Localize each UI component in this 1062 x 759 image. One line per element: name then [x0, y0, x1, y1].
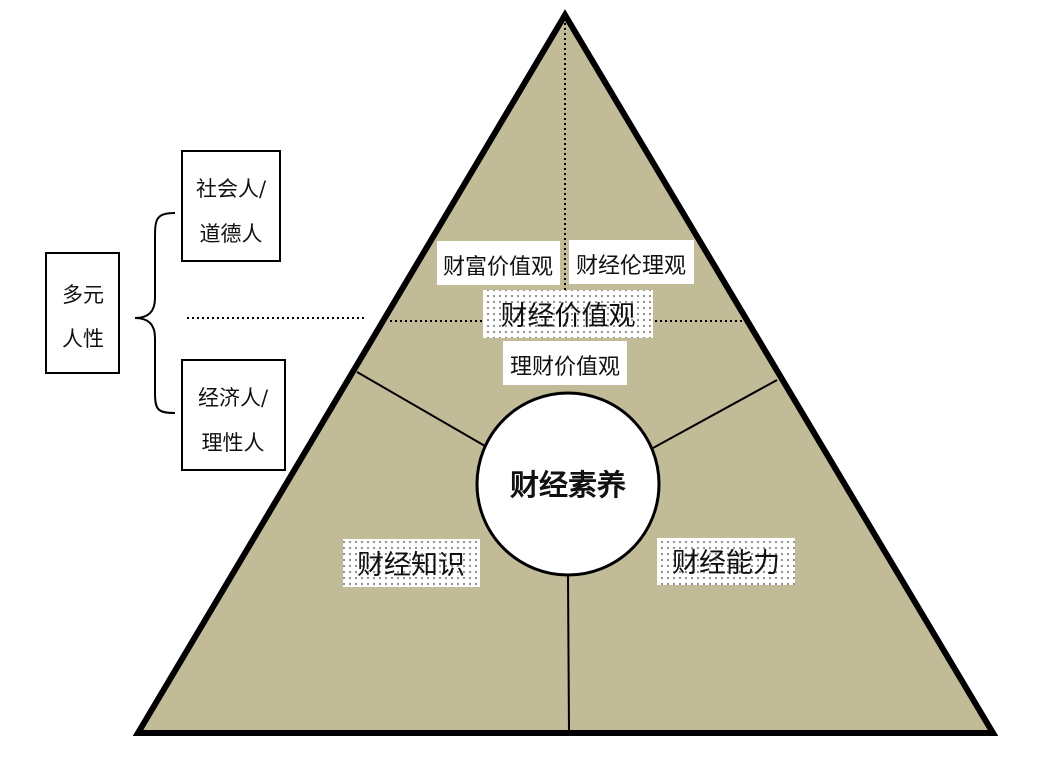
curly-brace [134, 212, 176, 414]
section-line-right [652, 379, 778, 449]
wealth-values-label: 财富价值观 [443, 255, 553, 280]
social-moral-box [181, 150, 281, 262]
human-nature-label-1: 多元 [62, 283, 104, 307]
center-circle [475, 391, 661, 577]
money-mgmt-values-label: 理财价值观 [510, 355, 620, 380]
social-moral-label-1: 社会人/ [196, 177, 267, 201]
financial-values-label: 财经价值观 [501, 301, 636, 332]
section-line-left [356, 371, 486, 447]
human-nature-label-2: 人性 [62, 327, 104, 351]
money-mgmt-values-box [503, 341, 627, 385]
financial-knowledge-label: 财经知识 [357, 550, 465, 581]
financial-ability-label: 财经能力 [672, 548, 780, 579]
wealth-values-box [437, 241, 560, 285]
financial-values-box [483, 290, 653, 338]
section-line-bottom [567, 575, 570, 733]
financial-ethics-label: 财经伦理观 [576, 254, 686, 279]
economic-rational-label-1: 经济人/ [198, 386, 269, 410]
human-nature-box [45, 252, 120, 374]
financial-knowledge-box [343, 539, 480, 587]
social-moral-label-2: 道德人 [200, 222, 263, 246]
financial-ethics-box [569, 240, 694, 284]
economic-rational-label-2: 理性人 [202, 431, 265, 455]
center-label: 财经素养 [510, 468, 626, 502]
economic-rational-box [181, 359, 286, 471]
financial-ability-box [657, 538, 795, 585]
